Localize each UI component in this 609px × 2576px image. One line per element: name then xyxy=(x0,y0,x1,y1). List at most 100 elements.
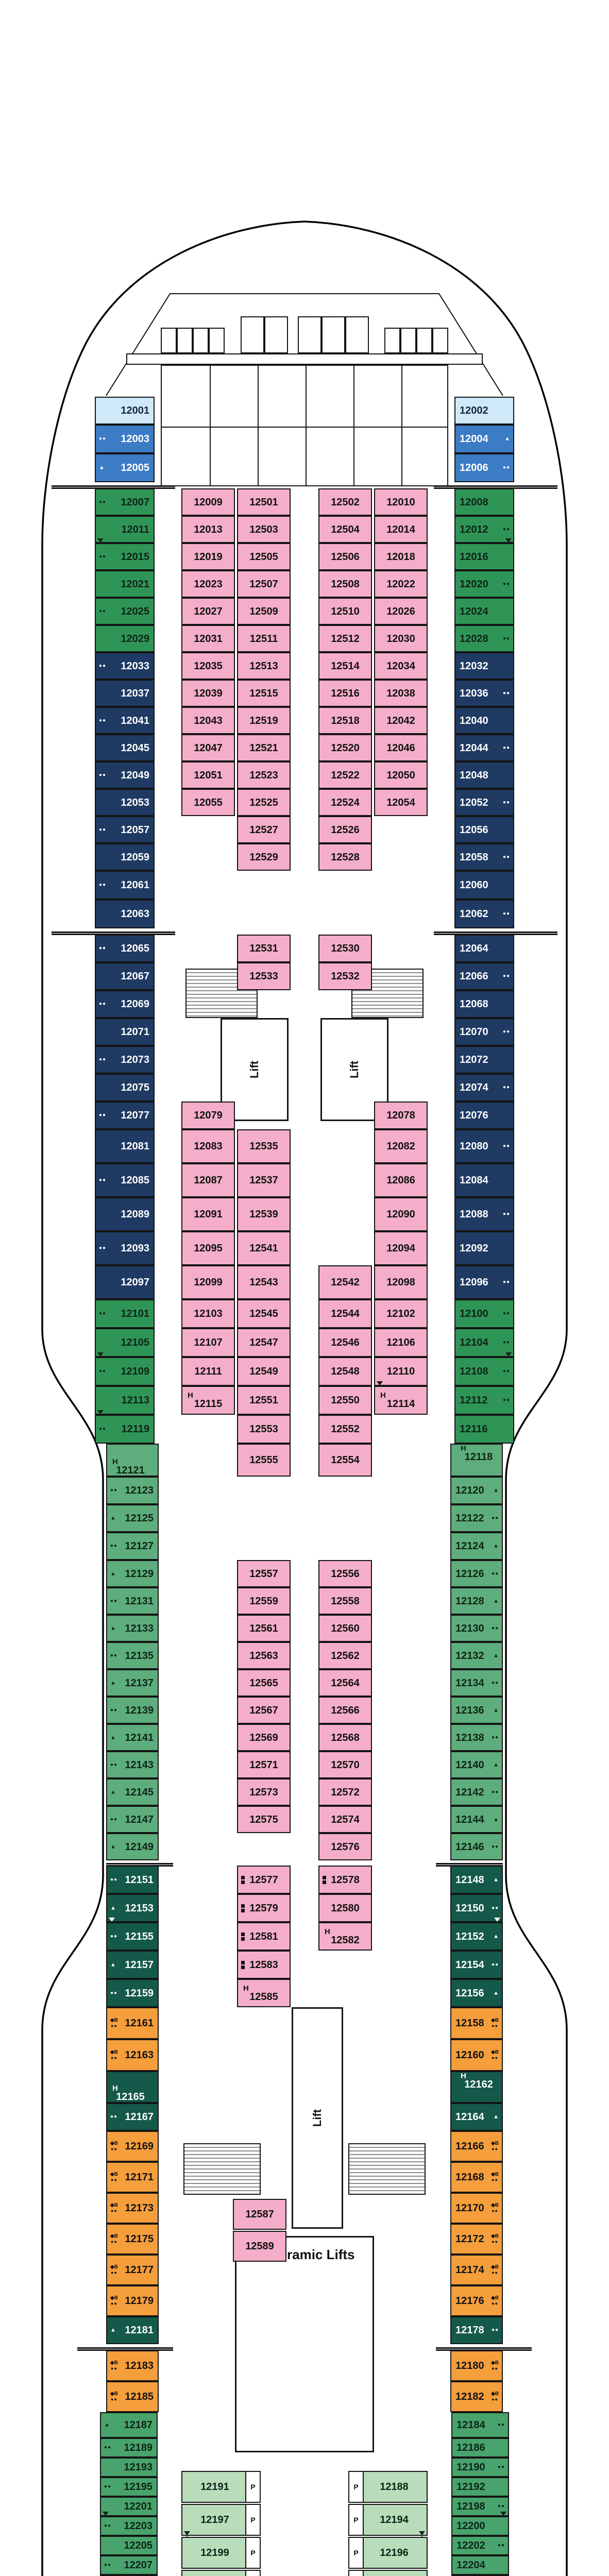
cabin-12554[interactable]: 12554 xyxy=(318,1444,372,1477)
cabin-12016[interactable]: 12016 xyxy=(454,543,514,570)
cabin-12047[interactable]: 12047 xyxy=(181,734,235,761)
cabin-12074[interactable]: 12074●● xyxy=(454,1074,514,1101)
cabin-12132[interactable]: 12132▲ xyxy=(450,1642,503,1669)
cabin-12520[interactable]: 12520 xyxy=(318,734,372,761)
cabin-12553[interactable]: 12553 xyxy=(237,1415,291,1444)
cabin-12526[interactable]: 12526 xyxy=(318,816,372,843)
cabin-12580[interactable]: 12580 xyxy=(318,1894,372,1922)
cabin-12086[interactable]: 12086 xyxy=(374,1163,428,1197)
cabin-12022[interactable]: 12022 xyxy=(374,570,428,598)
cabin-12562[interactable]: 12562 xyxy=(318,1642,372,1669)
cabin-12522[interactable]: 12522 xyxy=(318,761,372,789)
cabin-12005[interactable]: 12005▲ xyxy=(95,453,155,482)
cabin-12537[interactable]: 12537 xyxy=(237,1163,291,1197)
cabin-12557[interactable]: 12557 xyxy=(237,1560,291,1587)
cabin-12059[interactable]: 12059 xyxy=(95,843,155,871)
cabin-12110[interactable]: 12110 xyxy=(374,1357,428,1390)
cabin-12579[interactable]: 12579 xyxy=(237,1894,291,1922)
cabin-12570[interactable]: 12570 xyxy=(318,1751,372,1778)
cabin-12060[interactable]: 12060 xyxy=(454,871,514,900)
cabin-12511[interactable]: 12511 xyxy=(237,625,291,652)
cabin-12024[interactable]: 12024 xyxy=(454,598,514,625)
cabin-12073[interactable]: 12073●● xyxy=(95,1046,155,1074)
cabin-12183[interactable]: 12183◆B●● xyxy=(106,2350,159,2381)
cabin-12184[interactable]: 12184●● xyxy=(451,2412,509,2438)
cabin-12193[interactable]: 12193 xyxy=(100,2458,158,2477)
cabin-12515[interactable]: 12515 xyxy=(237,680,291,707)
cabin-12512[interactable]: 12512 xyxy=(318,625,372,652)
cabin-12152[interactable]: 12152▲ xyxy=(450,1922,503,1951)
cabin-12071[interactable]: 12071 xyxy=(95,1018,155,1046)
cabin-12503[interactable]: 12503 xyxy=(237,516,291,543)
cabin-12535[interactable]: 12535 xyxy=(237,1129,291,1163)
cabin-12539[interactable]: 12539 xyxy=(237,1197,291,1231)
cabin-12571[interactable]: 12571 xyxy=(237,1751,291,1778)
cabin-12160[interactable]: 12160◆B●● xyxy=(450,2039,503,2071)
cabin-12101[interactable]: 12101●● xyxy=(95,1299,155,1328)
cabin-12551[interactable]: 12551 xyxy=(237,1386,291,1415)
cabin-12575[interactable]: 12575 xyxy=(237,1806,291,1833)
cabin-12573[interactable]: 12573 xyxy=(237,1778,291,1806)
cabin-12036[interactable]: 12036●● xyxy=(454,680,514,707)
cabin-12033[interactable]: 12033●● xyxy=(95,652,155,680)
cabin-12153[interactable]: 12153▲ xyxy=(106,1894,159,1926)
cabin-12098[interactable]: 12098 xyxy=(374,1265,428,1299)
cabin-12093[interactable]: 12093●● xyxy=(95,1231,155,1265)
cabin-12532[interactable]: 12532 xyxy=(318,962,372,990)
cabin-12087[interactable]: 12087 xyxy=(181,1163,235,1197)
cabin-12524[interactable]: 12524 xyxy=(318,789,372,816)
cabin-12572[interactable]: 12572 xyxy=(318,1778,372,1806)
cabin-12046[interactable]: 12046 xyxy=(374,734,428,761)
cabin-12055[interactable]: 12055 xyxy=(181,789,235,816)
cabin-12149[interactable]: 12149▲ xyxy=(106,1833,159,1860)
cabin-12113[interactable]: 12113 xyxy=(95,1386,155,1419)
cabin-12120[interactable]: 12120▲ xyxy=(450,1477,503,1504)
cabin-12178[interactable]: 12178●● xyxy=(450,2316,503,2344)
cabin-12122[interactable]: 12122●● xyxy=(450,1504,503,1532)
cabin-12185[interactable]: 12185◆B●● xyxy=(106,2381,159,2412)
cabin-12031[interactable]: 12031 xyxy=(181,625,235,652)
cabin-12089[interactable]: 12089 xyxy=(95,1197,155,1231)
cabin-12169[interactable]: 12169◆B●● xyxy=(106,2131,159,2162)
cabin-12084[interactable]: 12084 xyxy=(454,1163,514,1197)
cabin-12104[interactable]: 12104●● xyxy=(454,1328,514,1361)
cabin-12053[interactable]: 12053 xyxy=(95,789,155,816)
cabin-12129[interactable]: 12129▲ xyxy=(106,1560,159,1587)
cabin-12068[interactable]: 12068 xyxy=(454,990,514,1018)
cabin-12013[interactable]: 12013 xyxy=(181,516,235,543)
cabin-12010[interactable]: 12010 xyxy=(374,488,428,516)
cabin-12509[interactable]: 12509 xyxy=(237,598,291,625)
cabin-12119[interactable]: 12119●● xyxy=(95,1415,155,1444)
cabin-12561[interactable]: 12561 xyxy=(237,1615,291,1642)
cabin-12161[interactable]: 12161◆B●● xyxy=(106,2007,159,2039)
cabin-12171[interactable]: 12171◆B●● xyxy=(106,2162,159,2193)
cabin-12172[interactable]: 12172◆B●● xyxy=(450,2224,503,2255)
cabin-12072[interactable]: 12072 xyxy=(454,1046,514,1074)
cabin-12502[interactable]: 12502 xyxy=(318,488,372,516)
cabin-12102[interactable]: 12102 xyxy=(374,1299,428,1328)
cabin-12006[interactable]: 12006●● xyxy=(454,453,514,482)
cabin-12566[interactable]: 12566 xyxy=(318,1697,372,1724)
cabin-12092[interactable]: 12092 xyxy=(454,1231,514,1265)
cabin-12207[interactable]: 12207●● xyxy=(100,2555,158,2575)
cabin-12163[interactable]: 12163◆B●● xyxy=(106,2039,159,2071)
cabin-12021[interactable]: 12021 xyxy=(95,570,155,598)
cabin-12078[interactable]: 12078 xyxy=(374,1101,428,1129)
cabin-12147[interactable]: 12147●● xyxy=(106,1806,159,1833)
cabin-12076[interactable]: 12076 xyxy=(454,1101,514,1129)
cabin-12190[interactable]: 12190●● xyxy=(451,2458,509,2477)
cabin-12177[interactable]: 12177◆B●● xyxy=(106,2255,159,2285)
cabin-12096[interactable]: 12096●● xyxy=(454,1265,514,1299)
cabin-12565[interactable]: 12565 xyxy=(237,1669,291,1697)
cabin-12001[interactable]: 12001 xyxy=(95,397,155,425)
cabin-12063[interactable]: 12063 xyxy=(95,900,155,928)
cabin-12137[interactable]: 12137▲ xyxy=(106,1669,159,1697)
cabin-12052[interactable]: 12052●● xyxy=(454,789,514,816)
cabin-12508[interactable]: 12508 xyxy=(318,570,372,598)
cabin-12200[interactable]: 12200 xyxy=(451,2516,509,2536)
